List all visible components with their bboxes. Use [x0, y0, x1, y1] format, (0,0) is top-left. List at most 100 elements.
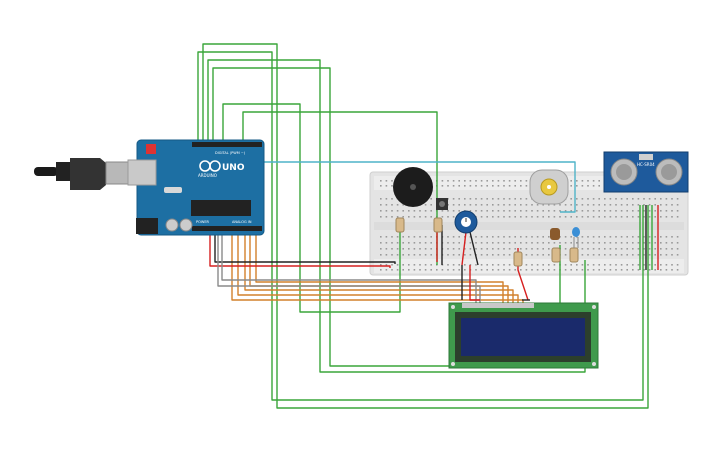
breadboard-hole: [676, 210, 679, 212]
breadboard-hole: [609, 210, 612, 212]
breadboard-hole: [676, 254, 679, 256]
ultrasonic-sensor[interactable]: HC-SR04: [603, 151, 689, 193]
breadboard-hole: [648, 264, 651, 266]
breadboard-hole: [576, 210, 578, 212]
breadboard-hole: [671, 248, 673, 250]
breadboard-hole: [548, 216, 550, 218]
breadboard-hole: [676, 248, 679, 250]
lcd-display[interactable]: [448, 302, 599, 369]
breadboard-hole: [413, 248, 416, 250]
breadboard-hole: [604, 269, 606, 271]
breadboard-hole: [676, 236, 679, 238]
breadboard-hole: [548, 248, 550, 250]
breadboard-hole: [626, 254, 628, 256]
breadboard-hole: [604, 216, 606, 218]
breadboard-hole: [503, 185, 505, 187]
breadboard-hole: [660, 216, 662, 218]
potentiometer[interactable]: [454, 210, 478, 234]
breadboard-hole: [458, 185, 460, 187]
reset-button[interactable]: [146, 144, 156, 154]
breadboard-hole: [632, 204, 634, 206]
breadboard-hole: [385, 242, 388, 244]
breadboard-hole: [598, 269, 600, 271]
push-button[interactable]: [436, 198, 448, 210]
breadboard-hole: [581, 216, 584, 218]
breadboard-hole: [447, 210, 449, 212]
breadboard-hole: [520, 204, 522, 206]
breadboard-hole: [587, 180, 589, 182]
breadboard-hole: [514, 180, 516, 182]
piezo-buzzer[interactable]: [393, 167, 433, 207]
blue-led[interactable]: [572, 227, 580, 248]
breadboard-hole: [637, 269, 640, 271]
arduino-uno-board[interactable]: UNO ARDUINO DIGITAL (PWM ~) POWER ANALOG…: [127, 139, 265, 236]
breadboard-hole: [464, 248, 466, 250]
breadboard-hole: [514, 248, 516, 250]
breadboard-hole: [514, 242, 516, 244]
wire-black-bb-2: [469, 231, 479, 266]
breadboard-hole: [464, 264, 466, 266]
breadboard-hole: [385, 210, 388, 212]
breadboard-hole: [486, 254, 488, 256]
breadboard-hole: [671, 204, 673, 206]
breadboard-hole: [587, 269, 589, 271]
breadboard-hole: [609, 204, 612, 206]
breadboard-hole: [396, 236, 399, 238]
breadboard-hole: [632, 216, 634, 218]
breadboard-hole: [581, 198, 584, 200]
breadboard-hole: [452, 210, 455, 212]
breadboard-hole: [604, 248, 606, 250]
breadboard-hole: [542, 236, 544, 238]
breadboard-hole: [497, 180, 500, 182]
breadboard-hole: [486, 264, 488, 266]
breadboard-hole: [385, 198, 388, 200]
dc-motor[interactable]: [529, 169, 569, 205]
breadboard-hole: [475, 180, 477, 182]
breadboard-hole: [643, 269, 645, 271]
breadboard-hole: [643, 248, 645, 250]
breadboard-hole: [419, 216, 421, 218]
breadboard-hole: [576, 242, 578, 244]
breadboard-hole: [385, 216, 388, 218]
breadboard-hole: [531, 254, 533, 256]
breadboard-hole: [492, 180, 494, 182]
breadboard-hole: [654, 269, 656, 271]
breadboard-hole: [424, 204, 427, 206]
breadboard-hole: [520, 198, 522, 200]
breadboard-hole: [391, 216, 393, 218]
breadboard-hole: [643, 198, 645, 200]
breadboard-hole: [576, 204, 578, 206]
breadboard-hole: [503, 269, 505, 271]
breadboard-hole: [413, 210, 416, 212]
breadboard-hole: [676, 198, 679, 200]
breadboard-hole: [408, 254, 410, 256]
breadboard-hole: [570, 185, 572, 187]
breadboard-hole: [486, 236, 488, 238]
breadboard-hole: [492, 236, 494, 238]
breadboard-hole: [514, 236, 516, 238]
breadboard-hole: [609, 216, 612, 218]
breadboard-hole: [654, 254, 656, 256]
breadboard-hole: [643, 236, 645, 238]
usb-cable: [34, 158, 135, 190]
photoresistor[interactable]: [550, 228, 560, 240]
breadboard-hole: [458, 254, 460, 256]
breadboard-hole: [665, 216, 668, 218]
breadboard-hole: [380, 248, 382, 250]
breadboard-hole: [604, 198, 606, 200]
breadboard-hole: [576, 269, 578, 271]
breadboard-hole: [503, 204, 505, 206]
breadboard-hole: [531, 216, 533, 218]
capacitor: [165, 218, 179, 232]
breadboard-hole: [525, 180, 528, 182]
breadboard-hole: [648, 236, 651, 238]
breadboard-hole: [492, 210, 494, 212]
breadboard-hole: [598, 242, 600, 244]
breadboard-hole: [592, 210, 595, 212]
breadboard-hole: [665, 269, 668, 271]
breadboard-hole: [581, 269, 584, 271]
breadboard-hole: [419, 242, 421, 244]
breadboard-hole: [514, 216, 516, 218]
breadboard-hole: [514, 198, 516, 200]
breadboard-hole: [598, 216, 600, 218]
